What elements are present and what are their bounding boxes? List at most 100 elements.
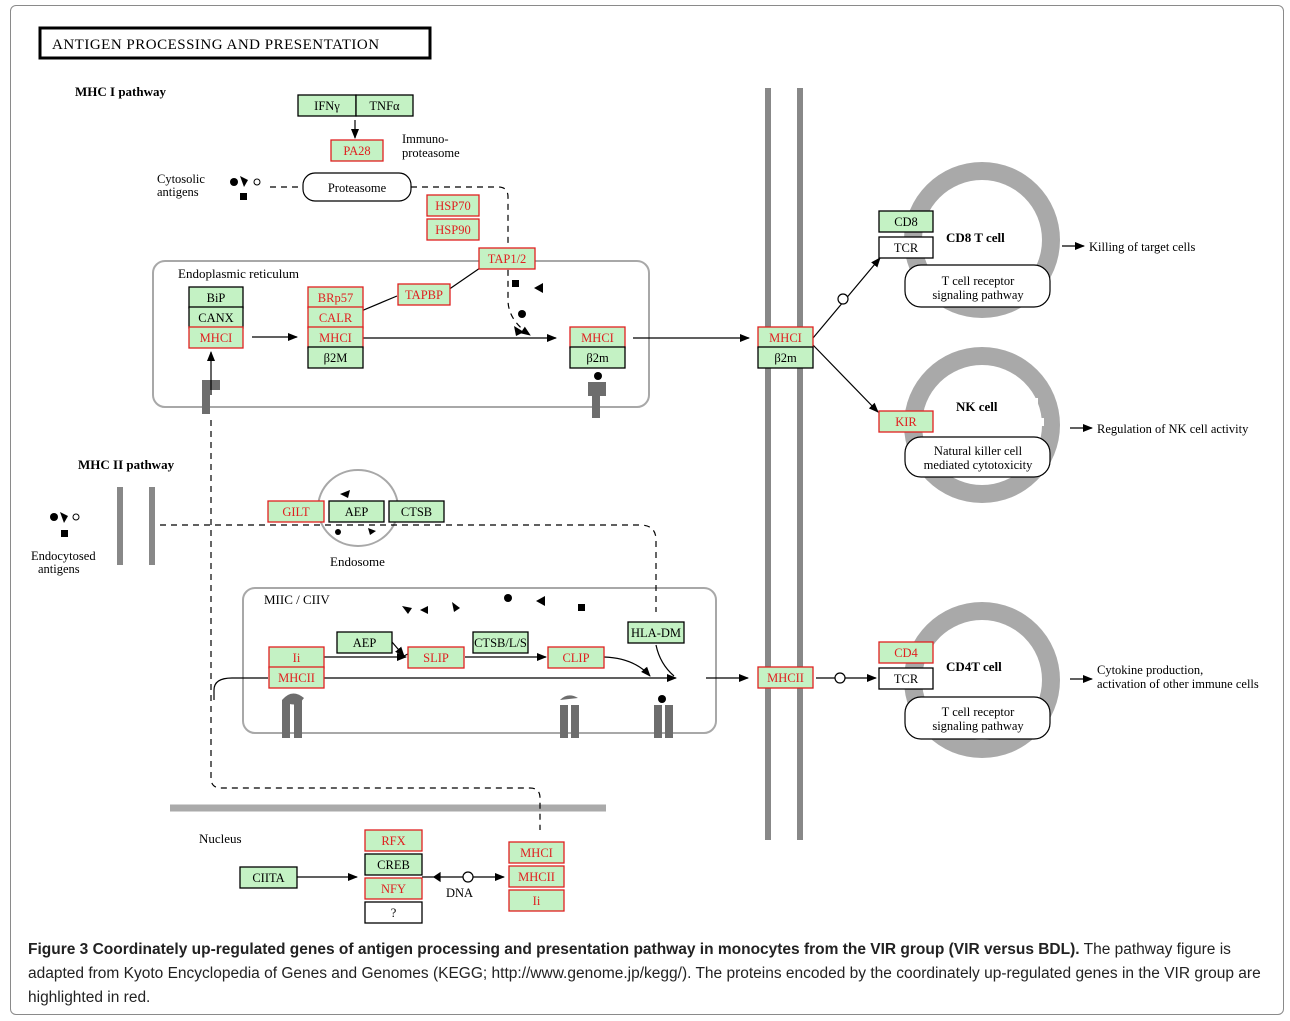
gene-label-tcr2: TCR bbox=[894, 672, 919, 686]
tcr-pathway-label-1: T cell receptor bbox=[942, 274, 1015, 288]
figure-frame bbox=[10, 5, 1284, 1015]
gene-box-bip: BiP bbox=[188, 286, 244, 309]
gene-label-ciita: CIITA bbox=[252, 871, 284, 885]
cytosolic-label-2: antigens bbox=[157, 185, 199, 199]
cd8-cell-label: CD8 T cell bbox=[946, 230, 1005, 245]
gene-box-ctsb: CTSB bbox=[388, 500, 445, 523]
gene-box-cd4: CD4 bbox=[878, 641, 934, 664]
gene-box-gilt: GILT bbox=[267, 500, 325, 523]
mhc2-pathway-label: MHC II pathway bbox=[78, 457, 175, 472]
gene-label-clip: CLIP bbox=[562, 651, 589, 665]
gene-box-nfy: NFY bbox=[364, 877, 423, 900]
tcr-pathway-label-2: signaling pathway bbox=[932, 288, 1024, 302]
gene-box-clip: CLIP bbox=[547, 646, 605, 669]
outcome-cytokine-1: Cytokine production, bbox=[1097, 663, 1203, 677]
gene-label-tapbp: TAPBP bbox=[405, 288, 443, 302]
gene-label-mhcii-miic: MHCII bbox=[278, 671, 315, 685]
endocytosed-label-1: Endocytosed bbox=[31, 549, 96, 563]
gene-box-kir: KIR bbox=[878, 410, 934, 433]
nk-cell-label: NK cell bbox=[956, 399, 998, 414]
cd4-t-cell bbox=[904, 602, 1060, 758]
title-box bbox=[38, 26, 432, 60]
gene-box-mhci-er: MHCI bbox=[188, 326, 244, 349]
gene-label-slip: SLIP bbox=[423, 651, 449, 665]
gene-label-ifng: IFNγ bbox=[314, 99, 340, 113]
gene-box-mhci-mem: MHCI bbox=[757, 326, 814, 349]
gene-box-tcr1: TCR bbox=[878, 236, 934, 259]
immunoproteasome-label-1: Immuno- bbox=[402, 132, 449, 146]
gene-box-aep-miic: AEP bbox=[336, 631, 393, 654]
gene-box-mhcii-miic: MHCII bbox=[268, 666, 325, 689]
dna-label: DNA bbox=[446, 886, 473, 900]
miic-label: MIIC / CIIV bbox=[264, 592, 330, 607]
gene-label-b2m-er: β2M bbox=[324, 351, 348, 365]
gene-box-ctsbls: CTSB/L/S bbox=[472, 631, 529, 654]
gene-box-aep-endo: AEP bbox=[328, 500, 385, 523]
er-compartment bbox=[152, 260, 650, 408]
gene-box-canx: CANX bbox=[188, 306, 244, 329]
gene-box-tcr2: TCR bbox=[878, 667, 934, 690]
gene-label-cd4: CD4 bbox=[894, 646, 918, 660]
gene-label-tap: TAP1/2 bbox=[488, 252, 527, 266]
cd4-cell-label: CD4T cell bbox=[946, 659, 1002, 674]
gene-label-mhci-nuc: MHCI bbox=[520, 846, 553, 860]
gene-label-unknown: ? bbox=[391, 906, 397, 920]
cd8-t-cell bbox=[904, 162, 1060, 318]
gene-box-mhcii-nuc: MHCII bbox=[508, 865, 565, 888]
endocytosed-antigen-icon bbox=[50, 512, 80, 537]
gene-label-b2m-er3: β2m bbox=[586, 351, 609, 365]
gene-label-b2m-mem: β2m bbox=[774, 351, 797, 365]
gene-box-ifng: IFNγ bbox=[297, 94, 357, 117]
gene-box-brp57: BRp57 bbox=[307, 286, 364, 309]
gene-box-creb: CREB bbox=[364, 853, 423, 876]
gene-box-slip: SLIP bbox=[407, 646, 465, 669]
gene-label-hsp90: HSP90 bbox=[435, 223, 470, 237]
gene-box-rfx: RFX bbox=[364, 829, 423, 852]
gene-box-mhci-er2: MHCI bbox=[307, 326, 364, 349]
gene-label-mhci-er2: MHCI bbox=[319, 331, 352, 345]
gene-label-tcr1: TCR bbox=[894, 241, 919, 255]
diagram-title: ANTIGEN PROCESSING AND PRESENTATION bbox=[52, 37, 380, 53]
pathway-diagram: ANTIGEN PROCESSING AND PRESENTATION MHC … bbox=[31, 26, 1259, 924]
nucleus-label: Nucleus bbox=[199, 831, 242, 846]
gene-box-b2m-er3: β2m bbox=[569, 346, 626, 369]
gene-box-tnfa: TNFα bbox=[355, 94, 414, 117]
gene-label-pa28: PA28 bbox=[343, 144, 370, 158]
nk-pathway-label-1: Natural killer cell bbox=[934, 444, 1023, 458]
gene-label-nfy: NFY bbox=[381, 882, 406, 896]
cytosolic-label-1: Cytosolic bbox=[157, 172, 205, 186]
gene-label-mhci-er: MHCI bbox=[200, 331, 233, 345]
gene-box-mhcii-mem: MHCII bbox=[757, 666, 814, 689]
gene-label-ii-nuc: Ii bbox=[533, 894, 541, 908]
er-label: Endoplasmic reticulum bbox=[178, 266, 299, 281]
nk-cell bbox=[904, 347, 1060, 503]
outcome-cytokine-2: activation of other immune cells bbox=[1097, 677, 1259, 691]
gene-label-mhci-mem: MHCI bbox=[769, 331, 802, 345]
proteasome-label: Proteasome bbox=[328, 181, 387, 195]
miic-receptor-icons bbox=[282, 693, 673, 738]
pathway-edges bbox=[160, 120, 1093, 883]
gene-box-ii: Ii bbox=[268, 646, 325, 669]
gene-box-b2m-er: β2M bbox=[307, 346, 364, 369]
gene-label-ctsb: CTSB bbox=[401, 505, 432, 519]
gene-label-hladm: HLA-DM bbox=[631, 626, 681, 640]
gene-box-tapbp: TAPBP bbox=[397, 283, 451, 306]
gene-label-brp57: BRp57 bbox=[318, 291, 353, 305]
nk-pathway-label-2: mediated cytotoxicity bbox=[924, 458, 1033, 472]
gene-box-mhci-nuc: MHCI bbox=[508, 841, 565, 864]
gene-label-calr: CALR bbox=[319, 311, 353, 325]
gene-label-canx: CANX bbox=[198, 311, 233, 325]
er-mhc-receptor-icon bbox=[588, 372, 606, 418]
outcome-killing: Killing of target cells bbox=[1089, 240, 1195, 254]
cytosolic-antigen-icon bbox=[230, 176, 261, 200]
mhc1-pathway-label: MHC I pathway bbox=[75, 84, 167, 99]
gene-label-gilt: GILT bbox=[282, 505, 310, 519]
immunoproteasome-label-2: proteasome bbox=[402, 146, 460, 160]
endosome-label: Endosome bbox=[330, 554, 385, 569]
gene-box-ii-nuc: Ii bbox=[508, 889, 565, 912]
tcr2-pathway-label-1: T cell receptor bbox=[942, 705, 1015, 719]
gene-label-ii: Ii bbox=[293, 651, 301, 665]
endocytosed-label-2: antigens bbox=[38, 562, 80, 576]
gene-label-mhcii-nuc: MHCII bbox=[518, 870, 555, 884]
